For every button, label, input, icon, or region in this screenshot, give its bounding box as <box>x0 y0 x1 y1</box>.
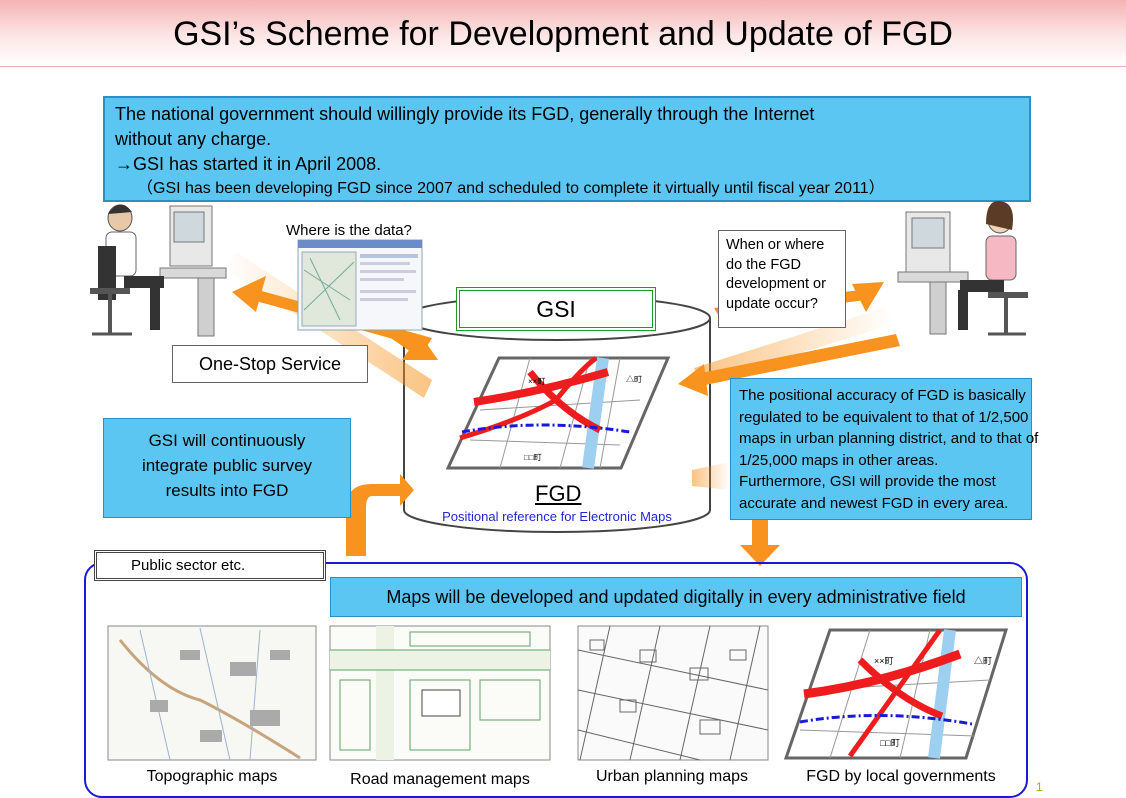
question-line: do the FGD <box>726 256 801 273</box>
gsi-label: GSI <box>456 287 656 331</box>
title-bar <box>0 0 1126 67</box>
integrate-line: results into FGD <box>165 481 289 500</box>
question-line: development or <box>726 276 826 292</box>
topographic-map-thumbnail <box>107 625 317 761</box>
where-is-data-label: Where is the data? <box>286 222 412 239</box>
fgd-subtitle: Positional reference for Electronic Maps <box>442 509 672 524</box>
arrow-integrate-to-fgd <box>346 474 414 556</box>
local-town-b: △町 <box>974 656 992 666</box>
public-sector-label: Public sector etc. <box>94 550 326 581</box>
policy-note: （GSI has been developing FGD since 2007 … <box>137 180 885 197</box>
accuracy-line: Furthermore, GSI will provide the most <box>739 473 996 490</box>
policy-line: without any charge. <box>115 129 272 149</box>
policy-line: The national government should willingly… <box>115 104 815 124</box>
operator-question-box: When or where do the FGD development or … <box>718 230 846 328</box>
fgd-map-illustration: ××町 △町 □□町 <box>445 356 671 470</box>
policy-box: The national government should willingly… <box>103 96 1031 202</box>
local-town-a: ××町 <box>874 656 894 666</box>
fgd-town-c: □□町 <box>524 453 542 462</box>
caption-urban-planning-maps: Urban planning maps <box>595 768 749 785</box>
arrow-down-to-maps <box>740 520 780 566</box>
caption-road-management-maps: Road management maps <box>350 771 530 788</box>
fgd-label: FGD <box>535 481 582 506</box>
accuracy-line: 1/25,000 maps in other areas. <box>739 451 939 469</box>
operator-at-computer-illustration <box>897 200 1028 336</box>
page-number: 1 <box>1036 780 1043 794</box>
maps-development-banner: Maps will be developed and updated digit… <box>330 577 1022 617</box>
accuracy-line: regulated to be equivalent to that of 1/… <box>739 408 1029 426</box>
local-town-c: □□町 <box>880 738 900 748</box>
fgd-town-b: △町 <box>626 375 642 384</box>
arrow-operator-to-gsi <box>678 334 900 396</box>
faded-arrow-accuracy <box>692 462 730 490</box>
fgd-town-a: ××町 <box>528 377 545 386</box>
integrate-line: integrate public survey <box>141 456 313 475</box>
question-line: update occur? <box>726 295 818 312</box>
accuracy-line: maps in urban planning district, and to … <box>739 430 1039 447</box>
road-management-map-thumbnail <box>329 625 551 761</box>
caption-topographic-maps: Topographic maps <box>146 768 278 785</box>
browser-screenshot-illustration <box>297 239 423 331</box>
one-stop-service-label: One-Stop Service <box>172 345 368 383</box>
user-at-computer-illustration <box>90 204 227 337</box>
question-line: When or where <box>726 237 825 253</box>
public-sector-frame <box>84 562 1028 798</box>
policy-line: →GSI has started it in April 2008. <box>115 154 382 174</box>
integrate-line: GSI will continuously <box>148 431 306 450</box>
urban-planning-map-thumbnail <box>577 625 769 761</box>
positional-accuracy-box: The positional accuracy of FGD is basica… <box>730 378 1039 520</box>
accuracy-line: accurate and newest FGD in every area. <box>739 494 1009 512</box>
local-fgd-map-illustration: ××町 △町 □□町 <box>783 628 1009 760</box>
caption-fgd-local-governments: FGD by local governments <box>806 768 996 785</box>
page-title: GSI’s Scheme for Development and Update … <box>173 15 953 53</box>
accuracy-line: The positional accuracy of FGD is basica… <box>739 387 1026 404</box>
integrate-survey-box: GSI will continuously integrate public s… <box>103 418 351 518</box>
